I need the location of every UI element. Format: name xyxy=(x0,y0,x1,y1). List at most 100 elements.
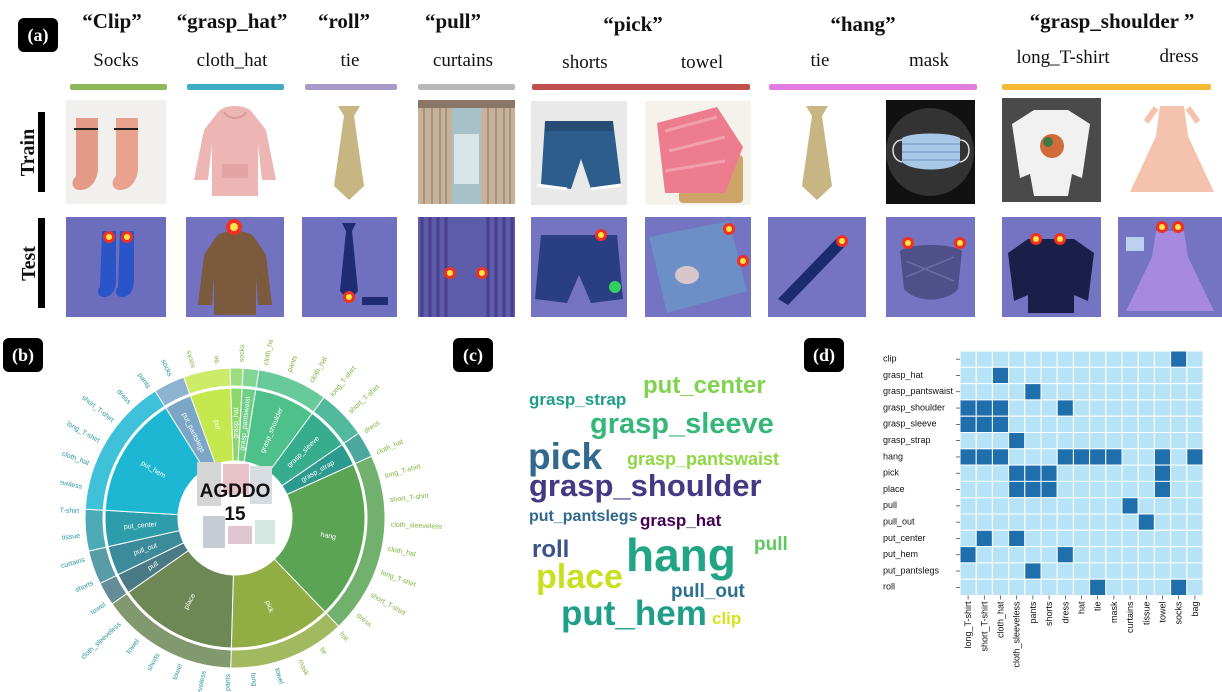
outer-label: long_T-shirt xyxy=(384,463,421,480)
word-pull: pull xyxy=(754,534,788,555)
heatmap-cell xyxy=(1153,432,1172,450)
outer-ring-segment xyxy=(229,367,244,387)
heatmap-cell xyxy=(1056,464,1074,482)
heatmap-cell xyxy=(1008,448,1026,466)
heatmap-cell xyxy=(1040,480,1058,499)
heatmap-cell xyxy=(959,415,977,433)
test-sweater-image xyxy=(1002,217,1101,317)
heatmap-cell xyxy=(1186,399,1204,417)
object-curtains: curtains xyxy=(432,50,494,71)
outer-label: cloth_hat xyxy=(61,451,90,468)
outer-label: pants xyxy=(136,372,152,391)
test-tie-roll-image xyxy=(302,217,397,317)
heatmap-cell xyxy=(1040,546,1058,564)
outer-label: dress xyxy=(115,388,132,406)
heatmap-cell xyxy=(991,497,1010,515)
object-towel: towel xyxy=(680,52,724,73)
heatmap-cell xyxy=(1024,464,1042,482)
heatmap-cell xyxy=(1008,399,1026,417)
heatmap-row-label: clip xyxy=(883,354,897,364)
heatmap-cell xyxy=(1089,448,1107,466)
heatmap-cell xyxy=(1056,399,1074,417)
outer-label: towel xyxy=(125,638,141,655)
heatmap-cell xyxy=(1040,432,1058,450)
outer-label: long xyxy=(249,673,257,687)
outer-label: long_T-shirt xyxy=(380,570,417,589)
outer-label: cloth_sleeveless xyxy=(80,621,123,661)
verb-pick: “pick” xyxy=(603,12,663,36)
heatmap-row-label: grasp_strap xyxy=(883,435,931,445)
heatmap-cell xyxy=(1186,464,1204,482)
train-mask-image xyxy=(886,100,975,204)
word-roll: roll xyxy=(532,536,570,563)
heatmap-cell xyxy=(1121,480,1139,499)
heatmap-cell xyxy=(1089,529,1107,548)
heatmap-cell xyxy=(1072,350,1091,368)
heatmap-cell xyxy=(1105,383,1123,401)
heatmap-cell xyxy=(1186,480,1204,499)
heatmap-cell xyxy=(1024,497,1042,515)
object-dress: dress xyxy=(1159,46,1199,67)
outer-label: hat xyxy=(338,631,350,643)
word-put-center: put_center xyxy=(643,372,766,399)
heatmap-cell xyxy=(1008,497,1026,515)
outer-label: cloth_hat xyxy=(309,356,329,384)
row-label-train: Train xyxy=(0,112,58,192)
heatmap-col-label: cloth_hat xyxy=(996,601,1006,638)
bar-pick xyxy=(532,84,750,90)
bar-grasp-hat xyxy=(187,84,284,90)
heatmap-cell xyxy=(1008,578,1026,596)
heatmap-row-label: grasp_hat xyxy=(883,370,924,380)
heatmap-cell xyxy=(1153,562,1172,580)
heatmap-cell xyxy=(975,399,993,417)
inner-sector-label: grasp_hat xyxy=(233,407,240,438)
heatmap-cell xyxy=(1153,448,1172,466)
heatmap-cell xyxy=(1186,383,1204,401)
heatmap-cell xyxy=(975,350,993,368)
heatmap-cell xyxy=(1072,562,1091,580)
heatmap-cell xyxy=(975,383,993,401)
outer-label: socks xyxy=(159,359,173,379)
word-grasp-strap: grasp_strap xyxy=(529,390,627,409)
heatmap-cell xyxy=(1105,448,1123,466)
heatmap-cell xyxy=(1121,578,1139,596)
heatmap-cell xyxy=(959,562,977,580)
verb-pull: “pull” xyxy=(424,9,482,33)
heatmap-cell xyxy=(1105,350,1123,368)
heatmap-cell xyxy=(1121,464,1139,482)
heatmap-cell xyxy=(1137,480,1155,499)
outer-label: tie xyxy=(213,355,221,363)
heatmap-cell xyxy=(1040,513,1058,531)
heatmap-col-label: mask xyxy=(1109,601,1119,623)
outer-label: long_T-shirt xyxy=(330,365,358,398)
heatmap-cell xyxy=(959,497,977,515)
heatmap-cell xyxy=(1170,497,1188,515)
heatmap-cell xyxy=(1024,529,1042,548)
heatmap-row-label: roll xyxy=(883,582,895,592)
heatmap-cell xyxy=(959,448,977,466)
heatmap-cell xyxy=(1170,366,1188,385)
heatmap-cell xyxy=(1040,415,1058,433)
heatmap-cell xyxy=(1121,432,1139,450)
heatmap-cell xyxy=(1121,350,1139,368)
panel-d-badge: (d) xyxy=(804,338,844,372)
heatmap-cell xyxy=(1137,578,1155,596)
heatmap-cell xyxy=(1186,432,1204,450)
heatmap-row-label: grasp_sleeve xyxy=(883,419,937,429)
bar-pull xyxy=(418,84,515,90)
heatmap-cell xyxy=(1040,497,1058,515)
heatmap-cell xyxy=(1024,399,1042,417)
heatmap-cell xyxy=(991,546,1010,564)
heatmap-cell xyxy=(1040,399,1058,417)
heatmap-cell xyxy=(1137,415,1155,433)
inner-sector-label: put xyxy=(212,419,221,430)
heatmap-cell xyxy=(1137,432,1155,450)
bar-roll xyxy=(305,84,397,90)
heatmap-cell xyxy=(1008,366,1026,385)
row-label-test: Test xyxy=(0,218,58,308)
heatmap-cell xyxy=(975,415,993,433)
heatmap-cell xyxy=(1072,448,1091,466)
heatmap-cell xyxy=(1186,578,1204,596)
heatmap-cell xyxy=(1153,529,1172,548)
heatmap-cell xyxy=(1089,480,1107,499)
